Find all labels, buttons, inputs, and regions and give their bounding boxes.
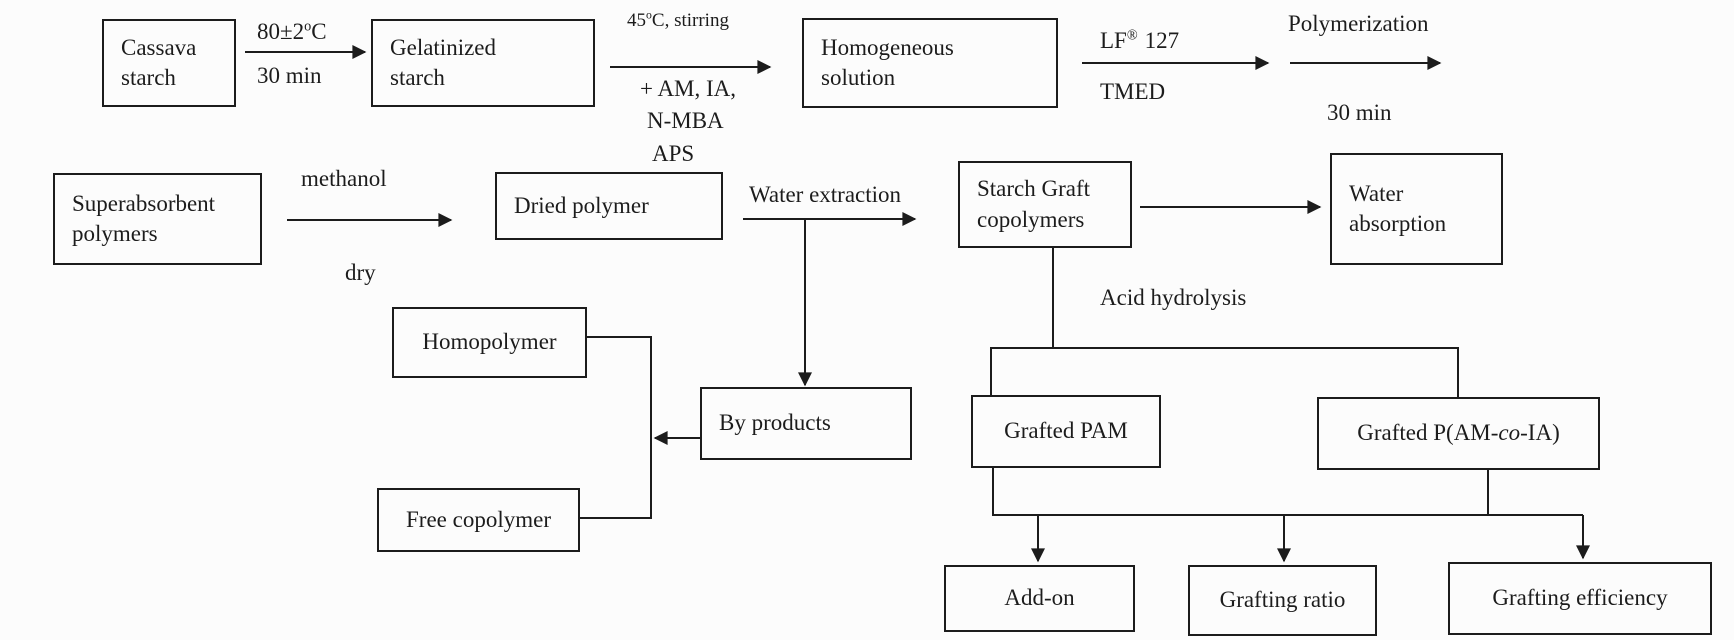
label-aps: APS: [652, 141, 695, 166]
box-homogeneous-solution: Homogeneous solution: [802, 18, 1058, 108]
temp45-value: 45: [627, 10, 646, 31]
label-polymerization: Polymerization: [1288, 11, 1429, 36]
box-grafted-pam-co-ia: Grafted P(AM-co-IA): [1317, 397, 1600, 470]
lf-text: LF: [1100, 28, 1127, 53]
box-text-line: Homopolymer: [422, 329, 557, 355]
label-lf127: LF® 127: [1100, 27, 1180, 53]
box-text-line: Dried polymer: [514, 192, 649, 218]
box-gelatinized-starch: Gelatinized starch: [371, 19, 595, 107]
label-acid-hydrolysis: Acid hydrolysis: [1100, 285, 1247, 310]
temp80-unit: C: [311, 19, 327, 44]
box-grafting-ratio: Grafting ratio: [1188, 565, 1377, 636]
box-text-line: By products: [719, 410, 831, 436]
box-superabsorbent-polymers: Superabsorbent polymers: [53, 173, 262, 265]
box-text-line: Starch Graft: [977, 176, 1091, 202]
box-text-line: Cassava: [121, 34, 197, 60]
box-text-line: Water: [1349, 180, 1404, 206]
label-30min-second: 30 min: [1327, 100, 1392, 125]
box-text-line: Superabsorbent: [72, 190, 216, 216]
label-45c-stirring: 45oC, stirring: [627, 8, 729, 31]
pamcoia-prefix: Grafted P(AM-: [1357, 420, 1499, 446]
box-starch-graft-copolymers: Starch Graft copolymers: [958, 161, 1132, 248]
box-homopolymer: Homopolymer: [392, 307, 587, 378]
box-text-line: solution: [821, 65, 896, 90]
box-by-products: By products: [700, 387, 912, 460]
box-text-line: Free copolymer: [406, 506, 551, 532]
box-text-line: copolymers: [977, 206, 1085, 232]
box-add-on: Add-on: [944, 565, 1135, 632]
box-grafted-pam: Grafted PAM: [971, 395, 1161, 468]
box-cassava-starch: Cassava starch: [102, 19, 236, 107]
degree-sup: o: [646, 8, 652, 22]
registered-sup: ®: [1126, 27, 1138, 44]
box-text-line: absorption: [1349, 211, 1447, 236]
label-dry: dry: [345, 260, 376, 285]
degree-sup: o: [304, 18, 312, 35]
label-nmba: N-MBA: [647, 108, 724, 133]
box-text-line: Grafted PAM: [1004, 418, 1128, 444]
pamcoia-suffix: -IA): [1520, 420, 1560, 446]
box-dried-polymer: Dried polymer: [495, 172, 723, 240]
lf-number: 127: [1144, 28, 1180, 53]
label-tmed: TMED: [1100, 79, 1166, 104]
label-water-extraction: Water extraction: [749, 182, 902, 207]
box-text-line: Grafting efficiency: [1492, 585, 1668, 611]
box-text-line: Homogeneous: [821, 34, 954, 60]
box-text-line: Grafting ratio: [1219, 587, 1346, 613]
box-text-line: polymers: [72, 221, 158, 246]
label-monomers-am-ia: + AM, IA,: [640, 76, 737, 101]
label-methanol: methanol: [301, 166, 387, 191]
pamcoia-italic-co: co: [1498, 420, 1521, 446]
box-text-line: Add-on: [1004, 585, 1075, 611]
temp45-unit: C, stirring: [651, 10, 729, 31]
box-text-line: starch: [390, 65, 445, 90]
box-water-absorption: Water absorption: [1330, 153, 1503, 265]
box-text-line: starch: [121, 65, 176, 90]
box-text-line: Grafted P(AM-co-IA): [1357, 418, 1559, 448]
box-free-copolymer: Free copolymer: [377, 488, 580, 552]
label-temperature-80c: 80±2oC: [257, 18, 327, 44]
temp80-value: 80±2: [257, 19, 305, 44]
label-30min-first: 30 min: [257, 63, 322, 88]
box-grafting-efficiency: Grafting efficiency: [1448, 562, 1712, 635]
box-text-line: Gelatinized: [390, 34, 497, 60]
